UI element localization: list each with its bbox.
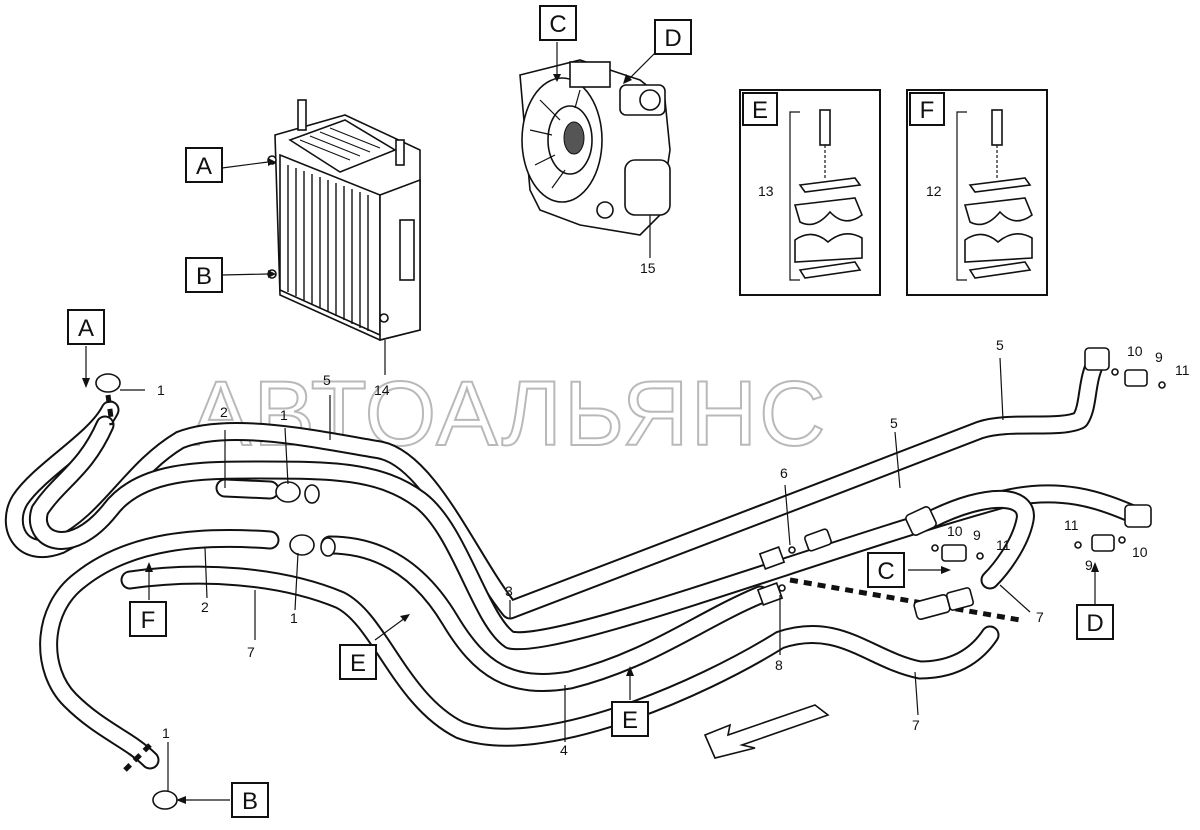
view-label-e-left: E	[339, 644, 377, 680]
watermark: АВТОАЛЬЯНС	[190, 363, 828, 465]
part-number: 12	[926, 183, 942, 199]
part-number: 10	[1127, 343, 1143, 359]
leader-lines	[167, 215, 1031, 792]
part-number: 11	[1064, 517, 1079, 533]
part-number: 5	[323, 372, 331, 388]
view-label-c-top: C	[539, 5, 577, 41]
part-number: 15	[640, 260, 656, 276]
part-number: 1	[290, 610, 298, 626]
part-number: 7	[912, 717, 920, 733]
part-number: 14	[374, 382, 390, 398]
part-number: 9	[1155, 349, 1163, 365]
part-number: 10	[947, 523, 963, 539]
svg-text:B: B	[242, 788, 258, 815]
fitting-c-elbow	[905, 506, 984, 562]
view-label-d: D	[1076, 604, 1114, 640]
part-number: 5	[996, 337, 1004, 353]
clamp-b	[152, 790, 178, 810]
svg-text:F: F	[920, 97, 935, 124]
svg-text:A: A	[196, 153, 212, 180]
svg-text:A: A	[78, 315, 94, 342]
view-label-e-bottom: E	[611, 701, 649, 737]
clamp-a	[95, 373, 145, 393]
part-number: 2	[201, 599, 209, 615]
svg-text:C: C	[877, 558, 894, 585]
part-number: 1	[157, 382, 165, 398]
view-label-a-top: A	[185, 147, 223, 183]
view-label-b-top: B	[185, 257, 223, 293]
view-label-b: B	[231, 782, 269, 818]
svg-text:C: C	[549, 11, 566, 38]
transmission-housing	[519, 59, 671, 236]
part-number: 13	[758, 183, 774, 199]
oil-cooler-radiator	[267, 99, 421, 342]
svg-text:D: D	[1086, 610, 1103, 637]
part-number: 6	[780, 465, 788, 481]
part-number: 1	[162, 725, 170, 741]
part-number: 2	[220, 404, 228, 420]
part-number-labels: 1 2 1 5 14 15 13 12 5 10 9 11 5 6 10 9 1…	[157, 183, 1190, 758]
part-number: 5	[890, 415, 898, 431]
view-pointers	[82, 42, 1099, 804]
view-label-d-top: D	[654, 19, 692, 55]
fitting-8	[756, 582, 786, 606]
part-number: 11	[996, 537, 1011, 553]
svg-text:E: E	[622, 707, 638, 734]
view-label-e-detail: E	[742, 92, 778, 126]
fitting-top-right	[1084, 347, 1166, 389]
fitting-d-elbow	[1074, 504, 1152, 552]
fitting-6	[758, 528, 832, 570]
part-number: 7	[1036, 609, 1044, 625]
fitting-straight	[913, 587, 975, 620]
part-number: 4	[560, 742, 568, 758]
svg-text:E: E	[752, 97, 768, 124]
view-label-f-detail: F	[909, 92, 945, 126]
view-label-a: A	[67, 309, 105, 345]
clamp-lower	[289, 534, 336, 557]
part-number: 9	[973, 527, 981, 543]
view-label-f: F	[129, 601, 167, 637]
part-number: 10	[1132, 544, 1148, 560]
direction-arrow-icon	[703, 704, 830, 759]
svg-text:F: F	[141, 607, 156, 634]
part-number: 9	[1085, 557, 1093, 573]
view-label-c: C	[867, 552, 905, 588]
svg-text:E: E	[350, 650, 366, 677]
part-number: 7	[247, 644, 255, 660]
part-number: 1	[280, 407, 288, 423]
part-number: 3	[505, 583, 513, 599]
clamp-upper	[275, 481, 320, 504]
part-number: 11	[1175, 362, 1190, 378]
svg-text:D: D	[664, 25, 681, 52]
hose-routing	[4, 348, 1145, 772]
svg-text:B: B	[196, 263, 212, 290]
part-number: 8	[775, 657, 783, 673]
